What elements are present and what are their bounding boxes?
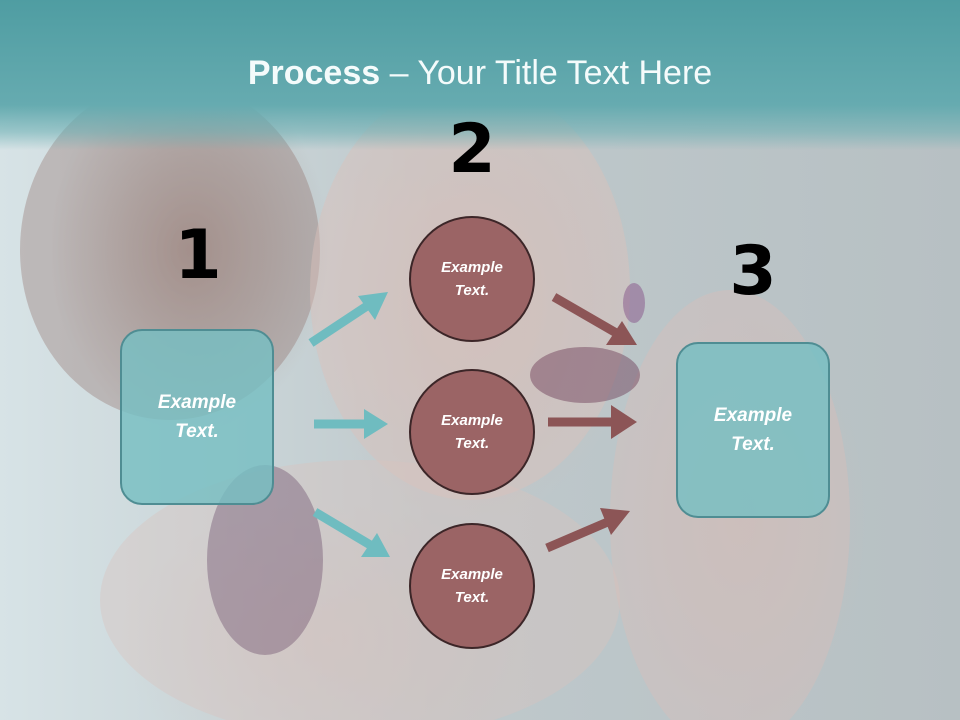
lips-shape (530, 347, 640, 403)
circle-top: Example Text. (409, 216, 535, 342)
title-bold: Process (247, 54, 381, 92)
slide-title: Process – Your Title Text Here (0, 54, 960, 93)
right-box-text: Example Text. (713, 405, 793, 455)
circle-bottom-text: Example Text. (441, 566, 503, 606)
title-rest: – Your Title Text Here (380, 54, 713, 92)
nail-shape (623, 283, 645, 323)
step-number-2: 2 (448, 110, 496, 189)
earring-shape (207, 465, 323, 655)
circle-top-text: Example Text. (441, 259, 503, 299)
circle-bottom: Example Text. (409, 523, 535, 649)
left-box: Example Text. (120, 329, 274, 505)
circle-middle: Example Text. (409, 369, 535, 495)
title-band (0, 0, 960, 150)
left-box-text: Example Text. (157, 392, 237, 442)
circle-middle-text: Example Text. (441, 412, 503, 452)
step-number-1: 1 (174, 216, 222, 295)
step-number-3: 3 (729, 232, 777, 311)
right-box: Example Text. (676, 342, 830, 518)
